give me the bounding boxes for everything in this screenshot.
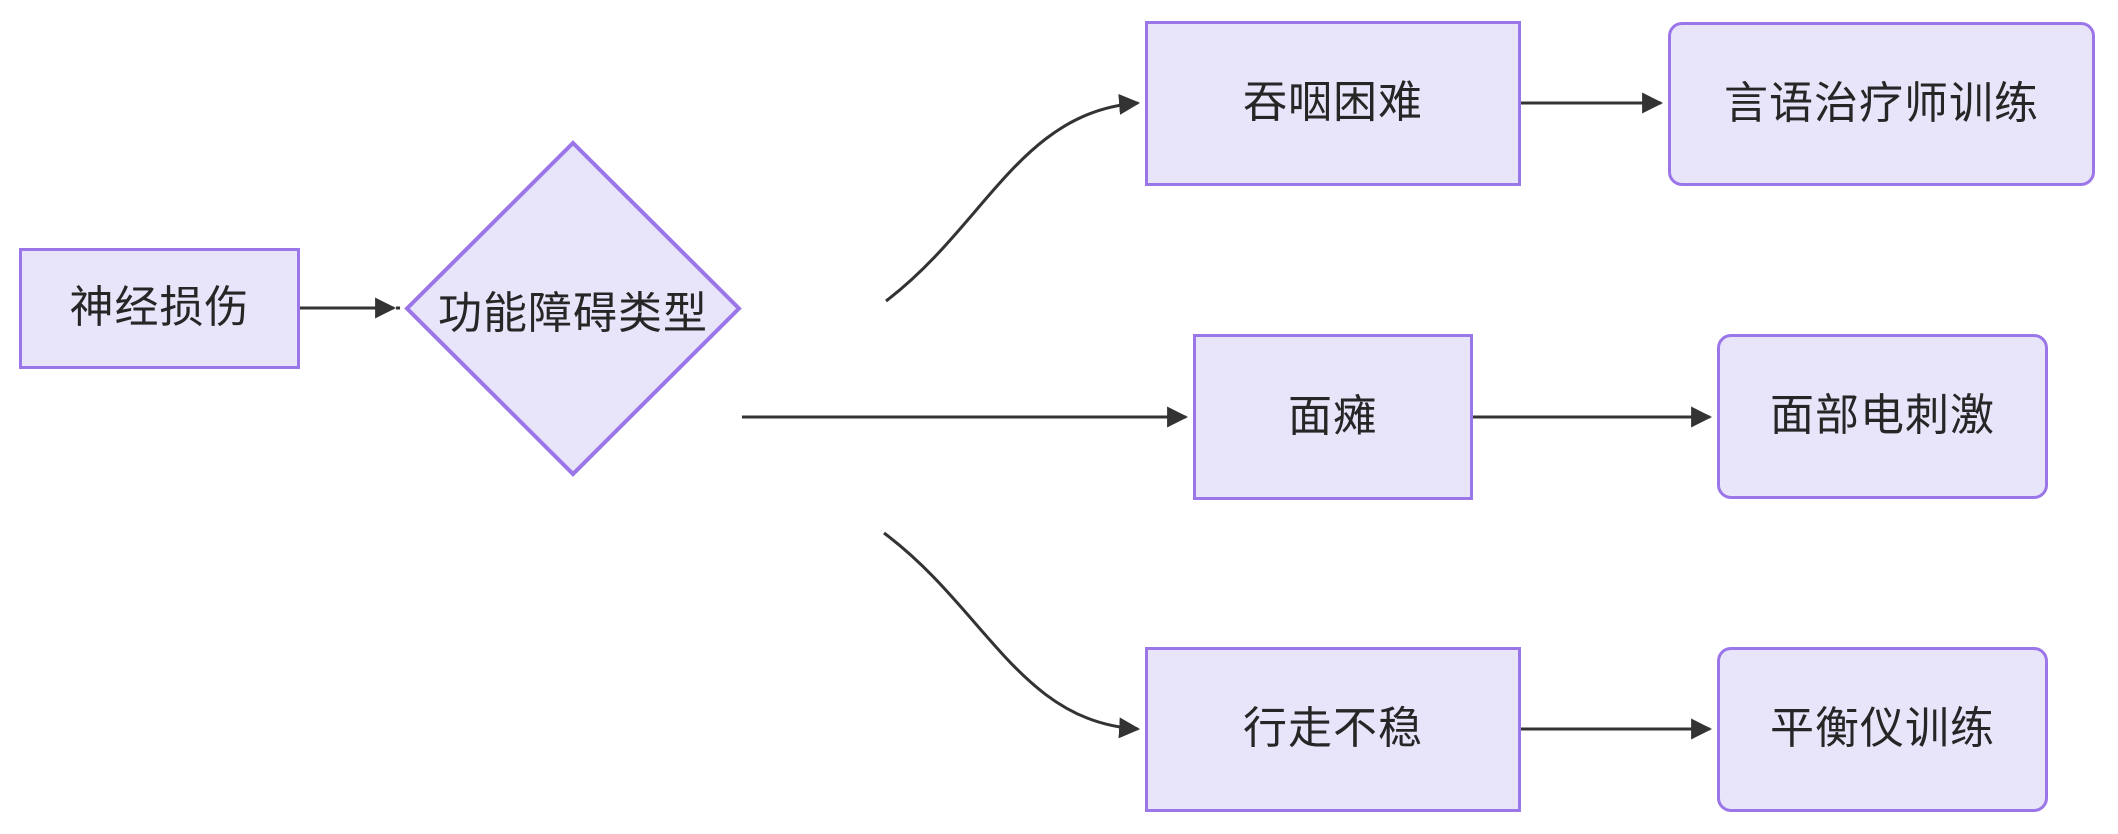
- node-nerve-injury[interactable]: 神经损伤: [19, 248, 300, 369]
- node-dysfunction-type-label: 功能障碍类型: [438, 288, 708, 338]
- node-dysphagia-label: 吞咽困难: [1243, 78, 1423, 128]
- node-balance-trainer-training-label: 平衡仪训练: [1770, 704, 1995, 754]
- node-speech-therapy-training-label: 言语治疗师训练: [1724, 78, 2039, 128]
- node-facial-electrical-stimulation[interactable]: 面部电刺激: [1717, 334, 2048, 499]
- node-dysphagia[interactable]: 吞咽困难: [1145, 21, 1521, 186]
- node-facial-electrical-stimulation-label: 面部电刺激: [1770, 391, 1995, 441]
- node-unsteady-gait[interactable]: 行走不稳: [1145, 647, 1521, 812]
- node-facial-palsy[interactable]: 面瘫: [1193, 334, 1473, 500]
- edge-decision-to-gait: [883, 531, 1141, 739]
- node-balance-trainer-training[interactable]: 平衡仪训练: [1717, 647, 2048, 812]
- node-speech-therapy-training[interactable]: 言语治疗师训练: [1668, 22, 2095, 186]
- diamond-shape: [404, 140, 742, 477]
- node-nerve-injury-label: 神经损伤: [69, 283, 250, 333]
- edge-decision-to-dysphagia: [885, 93, 1141, 303]
- node-facial-palsy-label: 面瘫: [1288, 391, 1378, 441]
- node-dysfunction-type[interactable]: 功能障碍类型: [404, 140, 742, 477]
- node-unsteady-gait-label: 行走不稳: [1243, 704, 1423, 754]
